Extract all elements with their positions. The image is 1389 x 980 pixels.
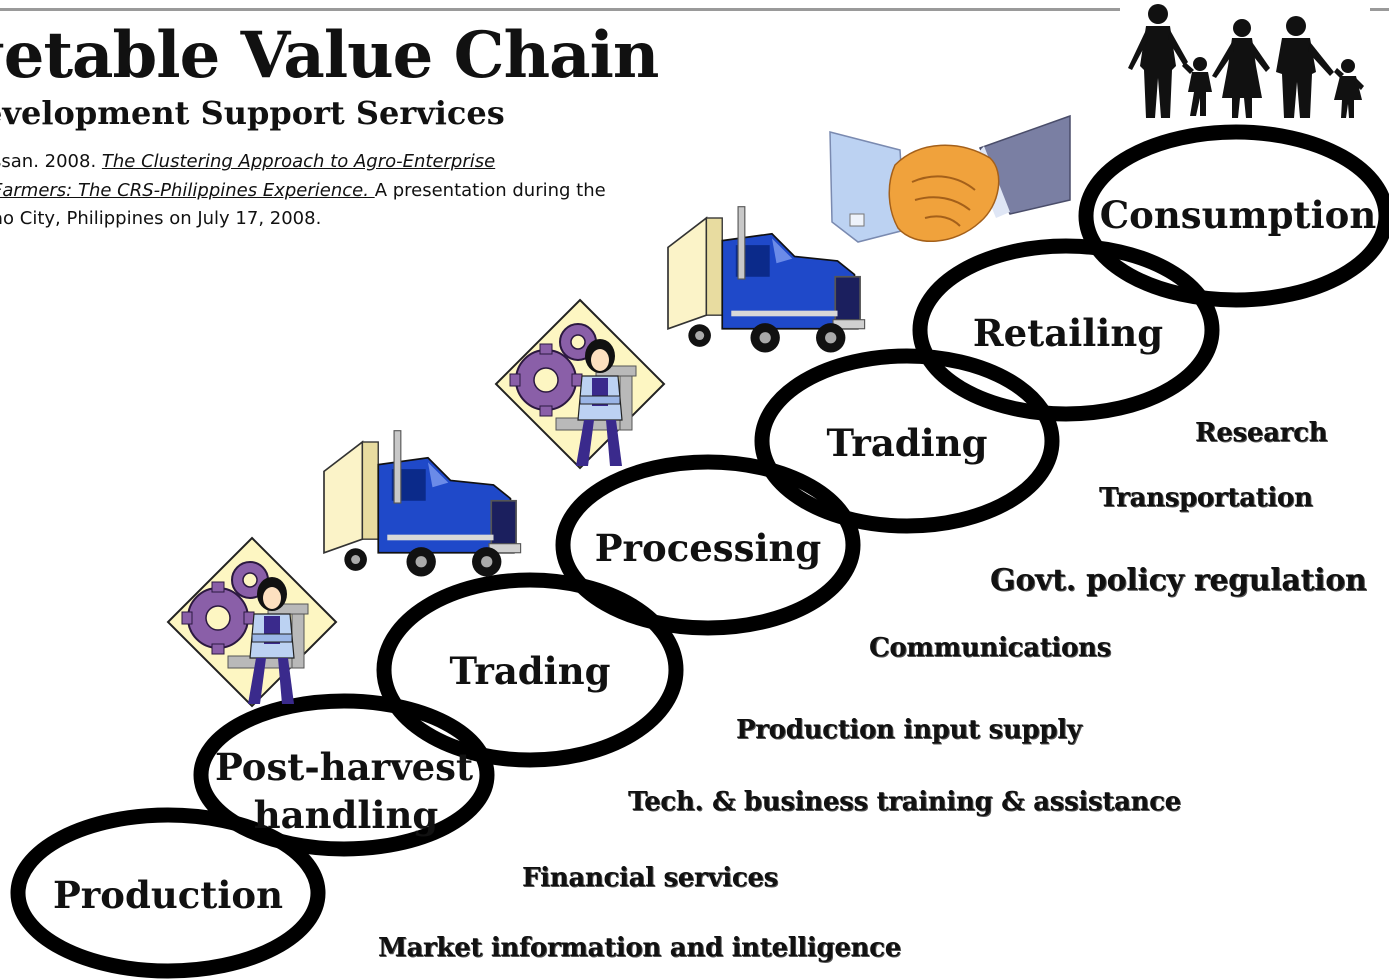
ring-consumption bbox=[1078, 124, 1389, 308]
stage-label-processing: Processing bbox=[595, 526, 822, 570]
citation-line-1: ssan. 2008. The Clustering Approach to A… bbox=[0, 151, 496, 172]
family-silhouette-icon bbox=[1128, 4, 1364, 118]
stage-label-production: Production bbox=[53, 873, 283, 917]
worker-gears-icon bbox=[167, 537, 337, 707]
stage-label-retailing: Retailing bbox=[973, 311, 1163, 355]
stage-label-post-harvest-2: handling bbox=[254, 793, 439, 837]
service-research: Research bbox=[1195, 418, 1328, 448]
ring-production bbox=[10, 807, 326, 979]
handshake-icon bbox=[829, 114, 1071, 243]
ring-trading-2 bbox=[754, 348, 1060, 534]
service-transportation: Transportation bbox=[1099, 483, 1313, 513]
citation-line-3: ao City, Philippines on July 17, 2008. bbox=[0, 208, 322, 229]
service-govt-policy: Govt. policy regulation bbox=[990, 563, 1367, 598]
service-training: Tech. & business training & assistance bbox=[628, 787, 1181, 817]
ring-trading-1 bbox=[376, 572, 684, 768]
citation-title-part-2: Farmers: The CRS-Philippines Experience. bbox=[0, 179, 375, 201]
worker-gears-icon bbox=[495, 299, 665, 469]
service-financial: Financial services bbox=[522, 863, 778, 893]
ring-post-harvest bbox=[193, 693, 495, 857]
stage-label-trading-1: Trading bbox=[449, 649, 610, 693]
slide-subtitle: evelopment Support Services bbox=[0, 94, 505, 132]
ring-processing bbox=[555, 454, 861, 636]
ring-retailing bbox=[912, 238, 1220, 422]
stage-label-trading-2: Trading bbox=[826, 421, 987, 465]
stage-label-post-harvest-1: Post-harvest bbox=[215, 745, 473, 789]
stage-label-consumption: Consumption bbox=[1100, 193, 1377, 237]
citation-line-2: Farmers: The CRS-Philippines Experience.… bbox=[0, 177, 672, 206]
citation-title-part-1: The Clustering Approach to Agro-Enterpri… bbox=[101, 151, 496, 172]
truck-icon bbox=[323, 429, 522, 578]
truck-icon bbox=[667, 205, 866, 354]
service-market-info: Market information and intelligence bbox=[378, 933, 901, 963]
slide-title: getable Value Chain bbox=[0, 18, 659, 93]
service-communications: Communications bbox=[869, 633, 1111, 663]
service-production-input: Production input supply bbox=[736, 715, 1082, 745]
top-divider-line-right bbox=[1370, 8, 1389, 11]
citation: ssan. 2008. The Clustering Approach to A… bbox=[0, 148, 672, 234]
top-divider-line bbox=[0, 8, 1120, 11]
